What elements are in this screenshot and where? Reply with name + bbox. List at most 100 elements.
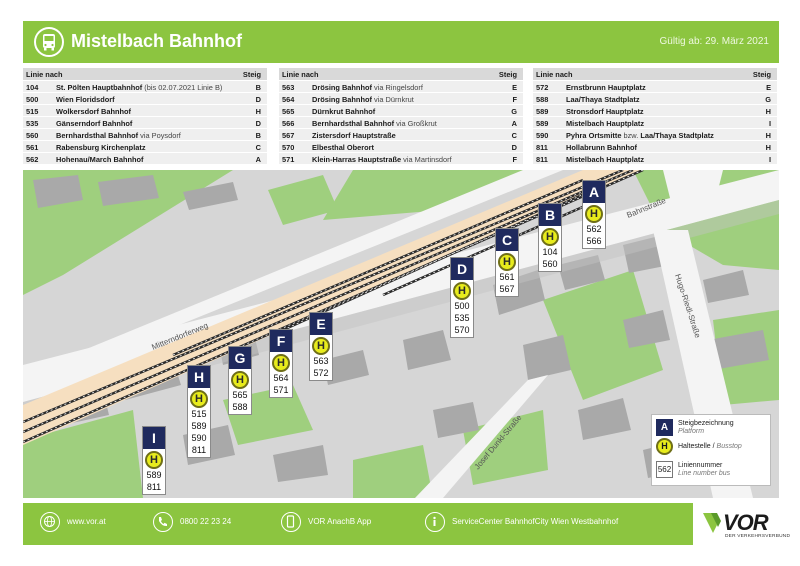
- destination: Gänserndorf Bahnhof: [56, 119, 133, 128]
- platform-letter: A: [255, 155, 261, 164]
- legend-platform-de: Steigbezeichnung: [678, 420, 734, 427]
- table-row: 811 Mistelbach Hauptplatz I: [533, 152, 777, 164]
- platform-letter: H: [188, 366, 210, 388]
- validity-date: Gültig ab: 29. März 2021: [659, 36, 769, 47]
- platform-letter: I: [768, 155, 771, 164]
- line-number: 535: [26, 119, 39, 128]
- platform-letter: I: [143, 427, 165, 449]
- line-number: 571: [282, 155, 295, 164]
- destination: Hollabrunn Bahnhof: [566, 143, 638, 152]
- info-icon: [425, 512, 445, 532]
- line-number: 572: [536, 83, 549, 92]
- destination: Bernhardsthal Bahnhof via Großkrut: [312, 119, 437, 128]
- vor-logo-tagline: DER VERKEHRSVERBUND: [725, 534, 791, 539]
- line-number: 589: [536, 107, 549, 116]
- destination: Zistersdorf Hauptstraße: [312, 131, 396, 140]
- platform-letter: D: [451, 258, 473, 280]
- platform-letter: C: [255, 143, 261, 152]
- bus-stop-icon: H: [541, 228, 559, 246]
- table-header: Linie nach Steig: [23, 68, 267, 80]
- table-row: 564 Drösing Bahnhof via Dürnkrut F: [279, 92, 523, 104]
- header-platform: Steig: [242, 70, 261, 79]
- legend-line-de: Liniennummer: [678, 462, 723, 469]
- footer-app[interactable]: VOR AnachB App: [308, 517, 372, 526]
- line-number: 588: [536, 95, 549, 104]
- footer-servicecenter[interactable]: ServiceCenter BahnhofCity Wien Westbahnh…: [452, 517, 619, 526]
- destination: Bernhardsthal Bahnhof via Poysdorf: [56, 131, 181, 140]
- line-number: 500: [26, 95, 39, 104]
- platform-letter: I: [768, 119, 771, 128]
- platform-line-number: 535: [454, 313, 470, 323]
- platform-line-number: 515: [191, 409, 207, 419]
- bus-stop-icon: H: [312, 337, 330, 355]
- platform-line-number: 561: [499, 272, 515, 282]
- line-number: 811: [536, 155, 548, 164]
- platform-letter: H: [255, 107, 261, 116]
- line-number: 561: [26, 143, 39, 152]
- platform-line-number: 104: [542, 247, 558, 257]
- platform-line-number: 567: [499, 284, 515, 294]
- footer-bar: www.vor.at 0800 22 23 24 VOR AnachB App …: [23, 503, 693, 545]
- destination: Dürnkrut Bahnhof: [312, 107, 376, 116]
- platform-line-number: 570: [454, 325, 470, 335]
- footer-web-link[interactable]: www.vor.at: [67, 517, 106, 526]
- destination: Mistelbach Hauptplatz: [566, 155, 645, 164]
- line-number: 567: [282, 131, 295, 140]
- platform-line-number: 562: [586, 224, 602, 234]
- header-bar: Mistelbach Bahnhof Gültig ab: 29. März 2…: [23, 21, 779, 63]
- destination: Elbesthal Oberort: [312, 143, 375, 152]
- header-line: Linie nach: [26, 70, 63, 79]
- destination: Ernstbrunn Hauptplatz: [566, 83, 646, 92]
- platform-line-number: 811: [191, 445, 207, 455]
- footer-phone[interactable]: 0800 22 23 24: [180, 517, 232, 526]
- platform-letter: F: [512, 95, 517, 104]
- table-row: 571 Klein-Harras Hauptstraße via Martinsd…: [279, 152, 523, 164]
- platform-letter: G: [229, 347, 251, 369]
- platform-line-number: 571: [273, 385, 289, 395]
- table-row: 560 Bernhardsthal Bahnhof via Poysdorf B: [23, 128, 267, 140]
- header-line: Linie nach: [536, 70, 573, 79]
- bus-stop-icon: H: [145, 451, 163, 469]
- legend-line-swatch: 562: [656, 461, 673, 478]
- line-number: 560: [26, 131, 39, 140]
- bus-icon: [34, 27, 64, 57]
- platform-letter: H: [765, 107, 771, 116]
- line-number: 564: [282, 95, 295, 104]
- platform-letter: A: [511, 119, 517, 128]
- platform-letter: D: [255, 95, 261, 104]
- bus-stop-icon: H: [498, 253, 516, 271]
- platform-letter: F: [270, 330, 292, 352]
- platform-letter: E: [766, 83, 771, 92]
- destination: Drösing Bahnhof via Dürnkrut: [312, 95, 414, 104]
- legend-platform-en: Platform: [678, 428, 705, 435]
- platform-letter: B: [255, 131, 261, 140]
- vor-logo: VOR DER VERKEHRSVERBUND: [701, 507, 790, 543]
- smartphone-icon: [281, 512, 301, 532]
- bus-stop-icon: H: [231, 371, 249, 389]
- phone-icon: [153, 512, 173, 532]
- destination: Mistelbach Hauptplatz: [566, 119, 645, 128]
- destination: Klein-Harras Hauptstraße via Martinsdorf: [312, 155, 452, 164]
- platform-line-number: 564: [273, 373, 289, 383]
- platform-line-number: 590: [191, 433, 207, 443]
- platform-line-number: 560: [542, 259, 558, 269]
- platform-letter: G: [765, 95, 771, 104]
- platform-line-number: 566: [586, 236, 602, 246]
- destination: St. Pölten Hauptbahnhof (bis 02.07.2021 …: [56, 83, 223, 92]
